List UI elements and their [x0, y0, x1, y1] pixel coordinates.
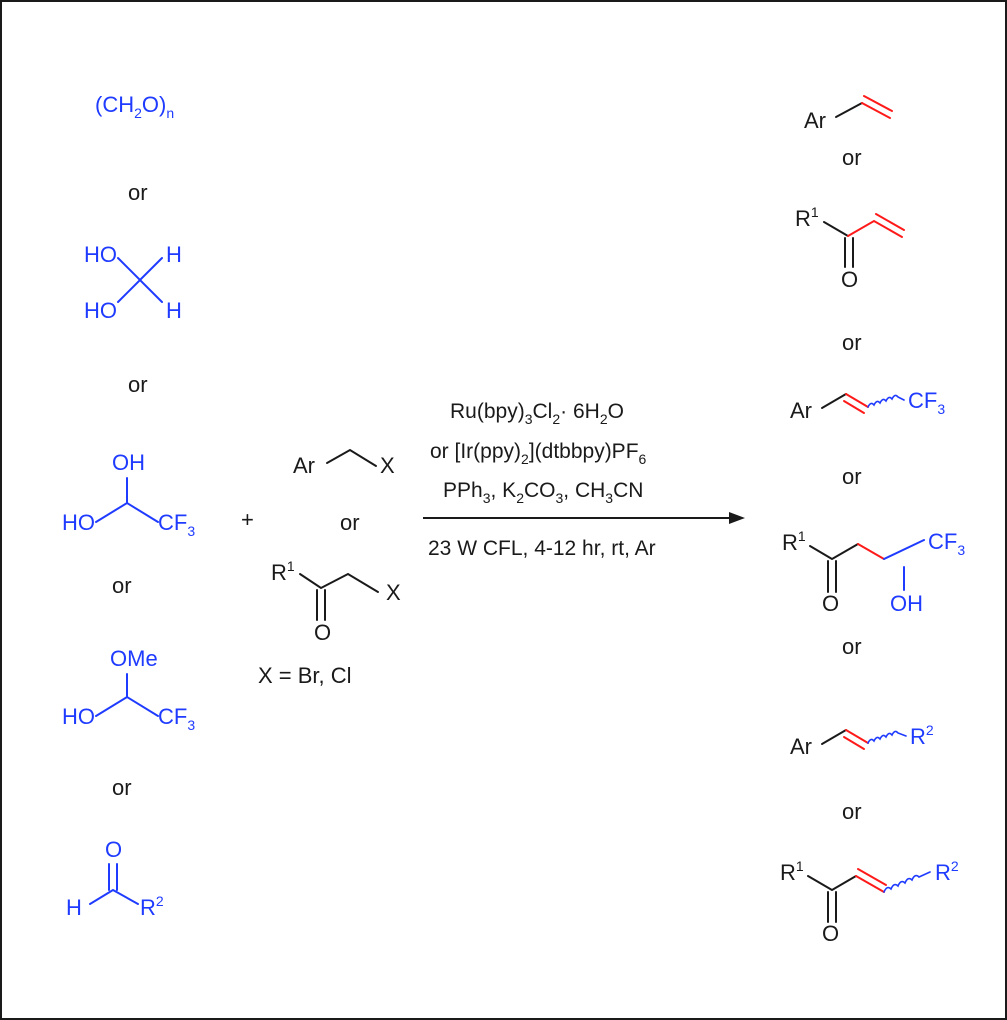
enone-wavy-bond — [883, 871, 931, 893]
enone-o: O — [822, 921, 839, 946]
cf3-alkene-wavy-bond — [867, 394, 905, 408]
r2-alkene-single-bond — [821, 729, 847, 745]
conditions-additives: PPh3, K2CO3, CH3CN — [443, 479, 643, 506]
enone-r1: R1 — [780, 858, 804, 885]
haloketone-r1: R1 — [271, 558, 295, 585]
conditions-ru-catalyst: Ru(bpy)3Cl2· 6H2O — [450, 400, 624, 427]
or-label: or — [112, 573, 132, 598]
reaction-conditions: Ru(bpy)3Cl2· 6H2O or [Ir(ppy)2](dtbbpy)P… — [423, 400, 745, 560]
product-enone: R1 O R2 — [780, 858, 959, 946]
enone-new-double-bond — [855, 868, 887, 893]
cf3-alkene-ar: Ar — [790, 398, 812, 423]
or-label: or — [842, 330, 862, 355]
cf3-alkene-cf3: CF3 — [908, 388, 945, 417]
haloketone-x: X — [386, 580, 401, 605]
benzyl-ar: Ar — [293, 453, 315, 478]
product-hydroxy-ketone: R1 O OH CF3 — [782, 528, 965, 616]
styrene-single-bond — [835, 102, 863, 118]
or-label: or — [842, 464, 862, 489]
vinyl-ketone-bonds — [823, 221, 854, 268]
vinyl-ketone-new-bonds — [847, 213, 905, 238]
hydrate-cf3: CF3 — [158, 510, 195, 539]
hydrate-ho: HO — [62, 510, 95, 535]
or-label: or — [842, 634, 862, 659]
hydroxy-ketone-new-bond — [857, 543, 885, 560]
x-definition: X = Br, Cl — [258, 663, 352, 688]
hydroxy-ketone-blue-bonds — [883, 539, 925, 591]
benzyl-bonds — [326, 448, 377, 467]
enone-black-bonds — [807, 875, 857, 923]
hydroxy-ketone-r1: R1 — [782, 528, 806, 555]
substrate-alpha-halo-ketone: R1 O X — [271, 558, 401, 645]
reaction-arrow-head — [729, 512, 745, 524]
r2-alkene-wavy-bond — [867, 730, 907, 744]
styrene-ar: Ar — [804, 108, 826, 133]
aldehyde-r2: R2 — [140, 893, 164, 920]
aldehyde-h: H — [66, 895, 82, 920]
product-r2-alkene: Ar R2 — [790, 722, 934, 759]
benzyl-x: X — [380, 453, 395, 478]
reagent-methanediol: HO HO H H — [84, 242, 182, 323]
methanediol-h-top: H — [166, 242, 182, 267]
or-label: or — [128, 372, 148, 397]
hydroxy-ketone-oh: OH — [890, 591, 923, 616]
reagent-aldehyde: O H R2 — [66, 837, 164, 920]
methanediol-bonds — [117, 257, 163, 303]
hydrate-bonds — [95, 477, 159, 523]
haloketone-o: O — [314, 620, 331, 645]
styrene-new-double-bond — [861, 95, 893, 119]
methanediol-ho-bottom: HO — [84, 298, 117, 323]
hydroxy-ketone-cf3: CF3 — [928, 529, 965, 558]
product-vinyl-ketone: R1 O — [795, 204, 905, 292]
aldehyde-bonds — [89, 863, 139, 905]
r2-alkene-ar: Ar — [790, 734, 812, 759]
reagent-hemiacetal: OMe HO CF3 — [62, 646, 195, 733]
hemiacetal-cf3: CF3 — [158, 704, 195, 733]
vinyl-ketone-o: O — [841, 267, 858, 292]
product-styrene: Ar — [804, 95, 893, 133]
or-label: or — [340, 510, 360, 535]
paraformaldehyde-formula: (CH2O)n — [95, 92, 174, 121]
hemiacetal-bonds — [95, 673, 159, 717]
product-cf3-alkene: Ar CF3 — [790, 388, 945, 423]
hydroxy-ketone-o: O — [822, 591, 839, 616]
or-label: or — [842, 799, 862, 824]
vinyl-ketone-r1: R1 — [795, 204, 819, 231]
hemiacetal-ho: HO — [62, 704, 95, 729]
hydrate-oh: OH — [112, 450, 145, 475]
conditions-light: 23 W CFL, 4-12 hr, rt, Ar — [428, 537, 656, 560]
conditions-ir-catalyst: or [Ir(ppy)2](dtbbpy)PF6 — [430, 440, 647, 467]
haloketone-bonds — [299, 572, 379, 621]
cf3-alkene-new-double-bond — [843, 393, 869, 414]
hydroxy-ketone-black-bonds — [809, 543, 859, 593]
aldehyde-o: O — [105, 837, 122, 862]
hemiacetal-ome: OMe — [110, 646, 158, 671]
methanediol-ho-top: HO — [84, 242, 117, 267]
plus-sign: + — [241, 507, 254, 532]
substrate-benzyl-halide: Ar X — [293, 448, 395, 478]
r2-alkene-r2: R2 — [910, 722, 934, 749]
r2-alkene-new-double-bond — [843, 729, 869, 750]
or-label: or — [112, 775, 132, 800]
methanediol-h-bottom: H — [166, 298, 182, 323]
or-label: or — [128, 180, 148, 205]
enone-r2: R2 — [935, 858, 959, 885]
or-label: or — [842, 145, 862, 170]
cf3-alkene-single-bond — [821, 393, 847, 409]
reagent-paraformaldehyde: (CH2O)n — [95, 92, 174, 121]
reagent-trifluoroacetaldehyde-hydrate: OH HO CF3 — [62, 450, 195, 539]
